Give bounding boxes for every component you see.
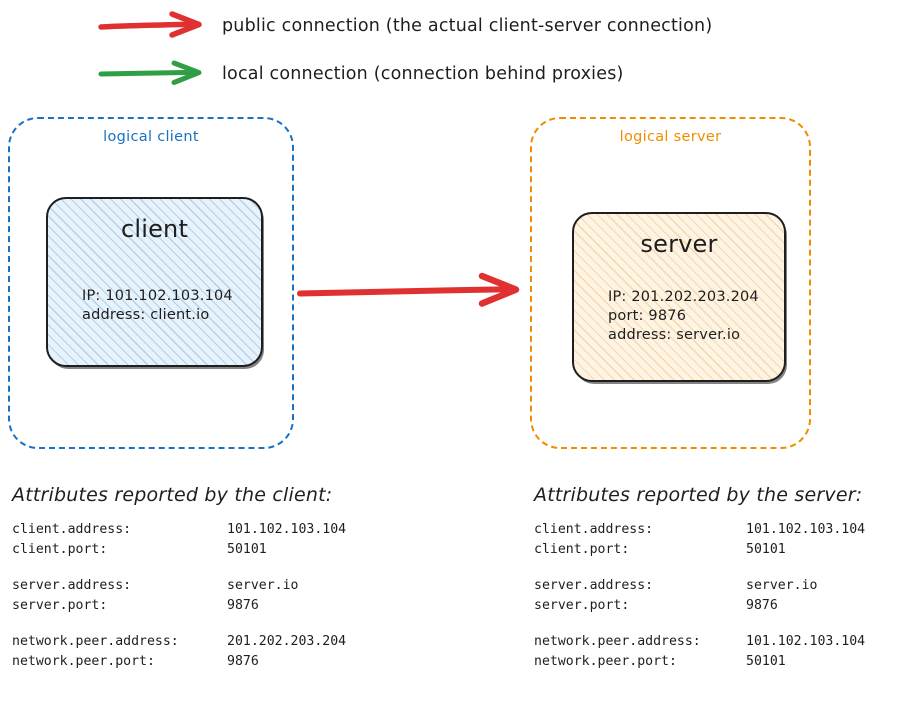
attribute-key: server.port: bbox=[12, 597, 108, 613]
public-connection-arrow bbox=[296, 272, 524, 310]
logical-server-title: logical server bbox=[619, 129, 722, 145]
attribute-key: client.address: bbox=[534, 522, 654, 537]
table-row: server.address: server.io bbox=[534, 576, 900, 596]
legend-row-public: public connection (the actual client-ser… bbox=[0, 6, 900, 46]
logical-client-container: logical client bbox=[8, 117, 294, 449]
attribute-value: 9876 bbox=[227, 597, 259, 613]
server-node-port: port: 9876 bbox=[608, 308, 687, 324]
server-node-ip: IP: 201.202.203.204 bbox=[608, 289, 759, 305]
table-row: client.port: 50101 bbox=[534, 540, 900, 560]
attribute-value: 101.102.103.104 bbox=[746, 522, 866, 537]
attributes-client-heading: Attributes reported by the client: bbox=[12, 484, 333, 506]
logical-server-container: logical server bbox=[530, 117, 811, 449]
attribute-key: server.address: bbox=[534, 578, 654, 593]
table-row: client.port: 50101 bbox=[12, 540, 432, 560]
attributes-server-block: Attributes reported by the server: clien… bbox=[534, 484, 900, 671]
attribute-key: client.address: bbox=[12, 522, 132, 537]
legend: public connection (the actual client-ser… bbox=[0, 0, 900, 105]
table-row: server.port: 9876 bbox=[534, 596, 900, 616]
attribute-value: 50101 bbox=[746, 653, 786, 669]
attribute-group: client.address: 101.102.103.104 client.p… bbox=[12, 520, 432, 559]
attribute-key: network.peer.address: bbox=[12, 634, 179, 649]
table-row: network.peer.address: 101.102.103.104 bbox=[534, 632, 900, 652]
attribute-key: client.port: bbox=[12, 541, 108, 557]
green-arrow-icon bbox=[98, 58, 208, 90]
client-node: client IP: 101.102.103.104 address: clie… bbox=[46, 197, 263, 367]
attribute-value: 101.102.103.104 bbox=[227, 522, 347, 537]
table-row: network.peer.address: 201.202.203.204 bbox=[12, 632, 432, 652]
attribute-key: network.peer.port: bbox=[12, 653, 155, 669]
attribute-value: 50101 bbox=[746, 541, 786, 557]
attribute-key: network.peer.port: bbox=[534, 653, 677, 669]
attribute-group: server.address: server.io server.port: 9… bbox=[12, 576, 432, 615]
attribute-group: network.peer.address: 101.102.103.104 ne… bbox=[534, 632, 900, 671]
server-node: server IP: 201.202.203.204 port: 9876 ad… bbox=[572, 212, 786, 382]
attribute-group: server.address: server.io server.port: 9… bbox=[534, 576, 900, 615]
legend-row-local: local connection (connection behind prox… bbox=[0, 54, 900, 94]
attribute-key: server.port: bbox=[534, 597, 630, 613]
client-node-address: address: client.io bbox=[82, 307, 210, 323]
legend-label-public: public connection (the actual client-ser… bbox=[222, 16, 713, 36]
server-node-details: IP: 201.202.203.204 port: 9876 address: … bbox=[608, 288, 759, 345]
attributes-client-block: Attributes reported by the client: clien… bbox=[12, 484, 432, 671]
attribute-key: network.peer.address: bbox=[534, 634, 701, 649]
red-arrow-icon bbox=[98, 10, 208, 42]
attribute-value: 9876 bbox=[227, 653, 259, 669]
table-row: server.address: server.io bbox=[12, 576, 432, 596]
attribute-group: client.address: 101.102.103.104 client.p… bbox=[534, 520, 900, 559]
table-row: network.peer.port: 50101 bbox=[534, 652, 900, 672]
attribute-value: server.io bbox=[227, 578, 299, 593]
logical-client-title: logical client bbox=[103, 129, 199, 145]
legend-label-local: local connection (connection behind prox… bbox=[222, 64, 624, 84]
attribute-key: client.port: bbox=[534, 541, 630, 557]
attribute-value: 9876 bbox=[746, 597, 778, 613]
table-row: network.peer.port: 9876 bbox=[12, 652, 432, 672]
attributes-server-heading: Attributes reported by the server: bbox=[534, 484, 863, 506]
attribute-value: 201.202.203.204 bbox=[227, 634, 347, 649]
server-node-address: address: server.io bbox=[608, 327, 741, 343]
attribute-value: server.io bbox=[746, 578, 818, 593]
attribute-key: server.address: bbox=[12, 578, 132, 593]
client-node-ip: IP: 101.102.103.104 bbox=[82, 288, 233, 304]
table-row: client.address: 101.102.103.104 bbox=[534, 520, 900, 540]
client-node-title: client bbox=[120, 215, 189, 243]
server-node-title: server bbox=[640, 230, 718, 258]
attribute-group: network.peer.address: 201.202.203.204 ne… bbox=[12, 632, 432, 671]
attribute-value: 50101 bbox=[227, 541, 267, 557]
attribute-value: 101.102.103.104 bbox=[746, 634, 866, 649]
table-row: server.port: 9876 bbox=[12, 596, 432, 616]
table-row: client.address: 101.102.103.104 bbox=[12, 520, 432, 540]
client-node-details: IP: 101.102.103.104 address: client.io bbox=[82, 287, 233, 325]
